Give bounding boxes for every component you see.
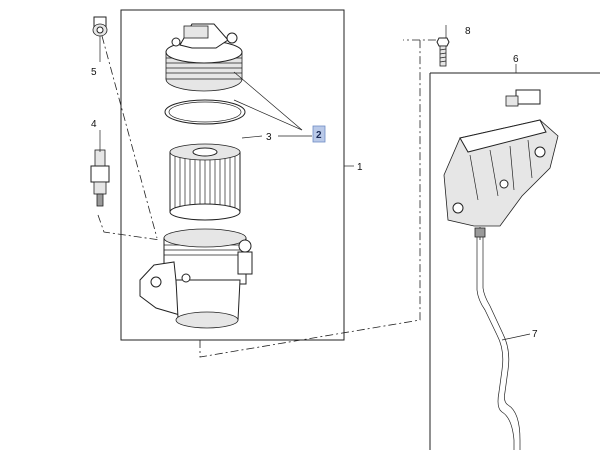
callout-3: 3 [266, 132, 272, 143]
sensor-part-4 [90, 149, 110, 207]
callout-4: 4 [91, 119, 97, 130]
callout-7: 7 [532, 329, 538, 340]
callout-6: 6 [513, 54, 519, 65]
callout-2-highlighted[interactable]: 2 [312, 125, 326, 143]
connection-lines [97, 35, 481, 358]
callout-2: 2 [316, 130, 322, 141]
callout-8: 8 [465, 26, 471, 37]
bolt-part-8 [436, 37, 450, 67]
callout-5: 5 [91, 67, 97, 78]
callout-1: 1 [357, 162, 363, 173]
filter-element-part-3 [169, 143, 241, 221]
o-ring-part-3 [164, 99, 246, 125]
hose-part-7 [474, 227, 521, 450]
assembly-6-frame [429, 72, 600, 450]
assembly-1-frame [120, 9, 345, 341]
sensor-part-5 [92, 16, 108, 37]
callout-2-highlight-box [312, 125, 326, 143]
cover-part-2 [165, 23, 243, 92]
housing-part-1 [139, 228, 253, 329]
leader-lines [99, 25, 531, 341]
bracket-part-6 [443, 89, 559, 227]
